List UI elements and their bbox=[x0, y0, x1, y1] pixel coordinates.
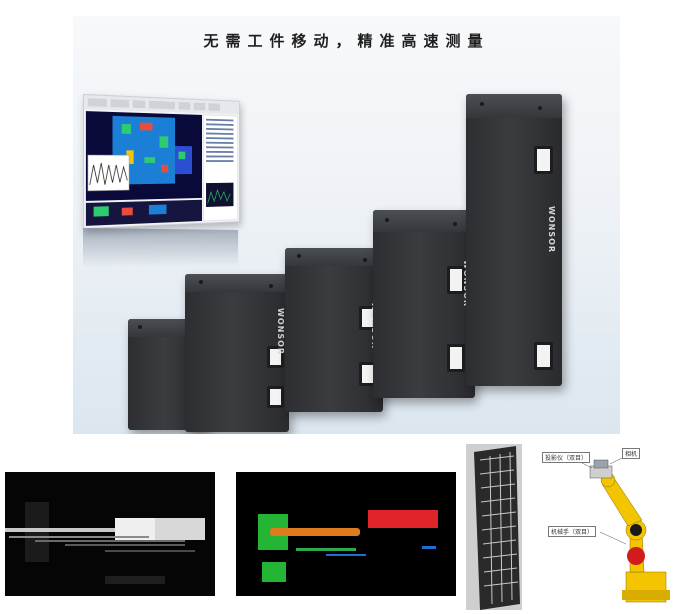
sensor-camera-3: WONSOR bbox=[285, 248, 383, 412]
sensor-camera-5: WONSOR bbox=[466, 94, 562, 386]
hero-title: 无需工件移动，精准高速测量 bbox=[203, 32, 490, 50]
color-pointcloud-graphic bbox=[236, 472, 456, 596]
sensor-camera-4: WONSOR bbox=[373, 210, 475, 398]
brand-label: WONSOR bbox=[547, 206, 556, 254]
robot-arm-graphic bbox=[575, 455, 670, 603]
hero-panel: 无需工件移动，精准高速测量 bbox=[73, 16, 620, 434]
mesh-tray-graphic bbox=[466, 444, 522, 610]
software-ui-graphic bbox=[83, 95, 239, 226]
robot-arm-diagram: 投影仪（双目） 相机 机械手（双目） bbox=[530, 440, 680, 610]
brand-label: WONSOR bbox=[276, 308, 285, 356]
color-pointcloud-image bbox=[236, 472, 456, 596]
sensor-camera-2: WONSOR bbox=[185, 274, 289, 432]
software-screenshot bbox=[83, 94, 240, 229]
grayscale-scan-graphic bbox=[5, 472, 215, 596]
grayscale-scan-image bbox=[5, 472, 215, 596]
monitor-reflection bbox=[83, 228, 239, 268]
robot-label-arm: 机械手（双目） bbox=[548, 526, 597, 537]
robot-label-projector: 投影仪（双目） bbox=[542, 452, 591, 463]
mesh-tray-photo bbox=[466, 444, 522, 610]
robot-label-camera: 相机 bbox=[622, 448, 641, 459]
